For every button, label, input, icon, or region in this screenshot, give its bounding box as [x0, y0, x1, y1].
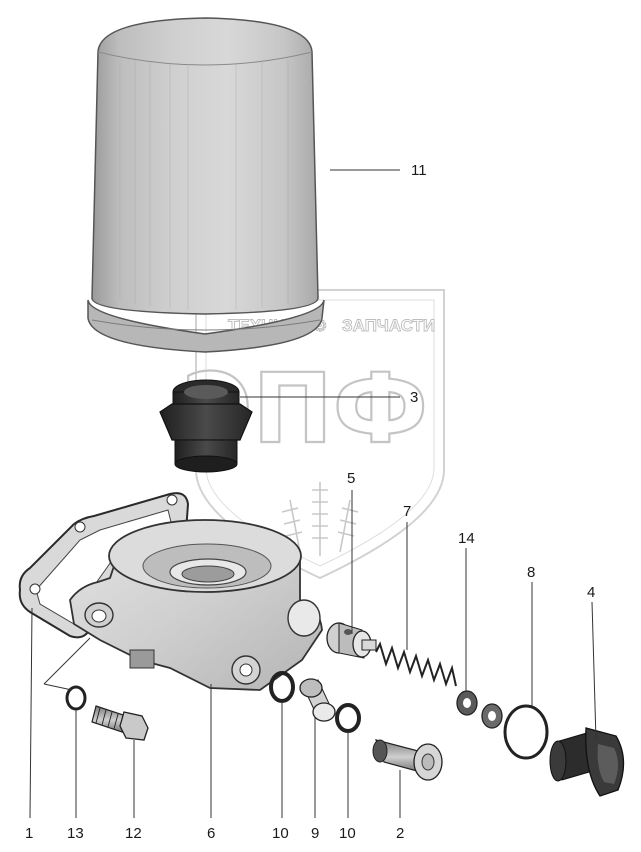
flat-washer — [481, 703, 503, 729]
o-ring-left — [269, 671, 295, 703]
callout-14: 14 — [458, 530, 475, 547]
spring — [375, 641, 457, 688]
callout-7: 7 — [403, 503, 411, 520]
watermark-wheat-icon — [281, 482, 359, 556]
callout-6: 6 — [207, 825, 215, 842]
callout-9: 9 — [311, 825, 319, 842]
watermark-right-word: ЗАПЧАСТИ — [342, 316, 435, 335]
callout-13: 13 — [67, 825, 84, 842]
small-washer — [65, 685, 87, 711]
drain-plug — [549, 727, 625, 797]
callout-5: 5 — [347, 470, 355, 487]
hollow-bolt — [372, 739, 443, 781]
callout-11: 11 — [411, 162, 427, 179]
leader-lines — [29, 169, 597, 819]
callout-8: 8 — [527, 564, 535, 581]
threaded-nipple — [159, 379, 253, 473]
callout-10-right: 10 — [339, 825, 356, 842]
mounting-bolt — [91, 705, 149, 741]
spring-washer — [456, 690, 478, 716]
watermark-shield — [195, 289, 445, 580]
callout-12: 12 — [125, 825, 142, 842]
valve-body — [69, 519, 323, 691]
sleeve — [299, 678, 336, 722]
callout-1: 1 — [25, 825, 33, 842]
large-o-ring — [503, 704, 549, 760]
valve-plunger — [326, 622, 377, 659]
o-ring-right — [335, 703, 361, 733]
callout-labels: 11 3 5 7 14 8 4 1 13 12 6 10 9 10 2 — [25, 162, 595, 842]
callout-2: 2 — [396, 825, 404, 842]
callout-10-left: 10 — [272, 825, 289, 842]
callout-3: 3 — [410, 389, 418, 406]
filter-cartridge — [87, 17, 325, 353]
callout-4: 4 — [587, 584, 595, 601]
